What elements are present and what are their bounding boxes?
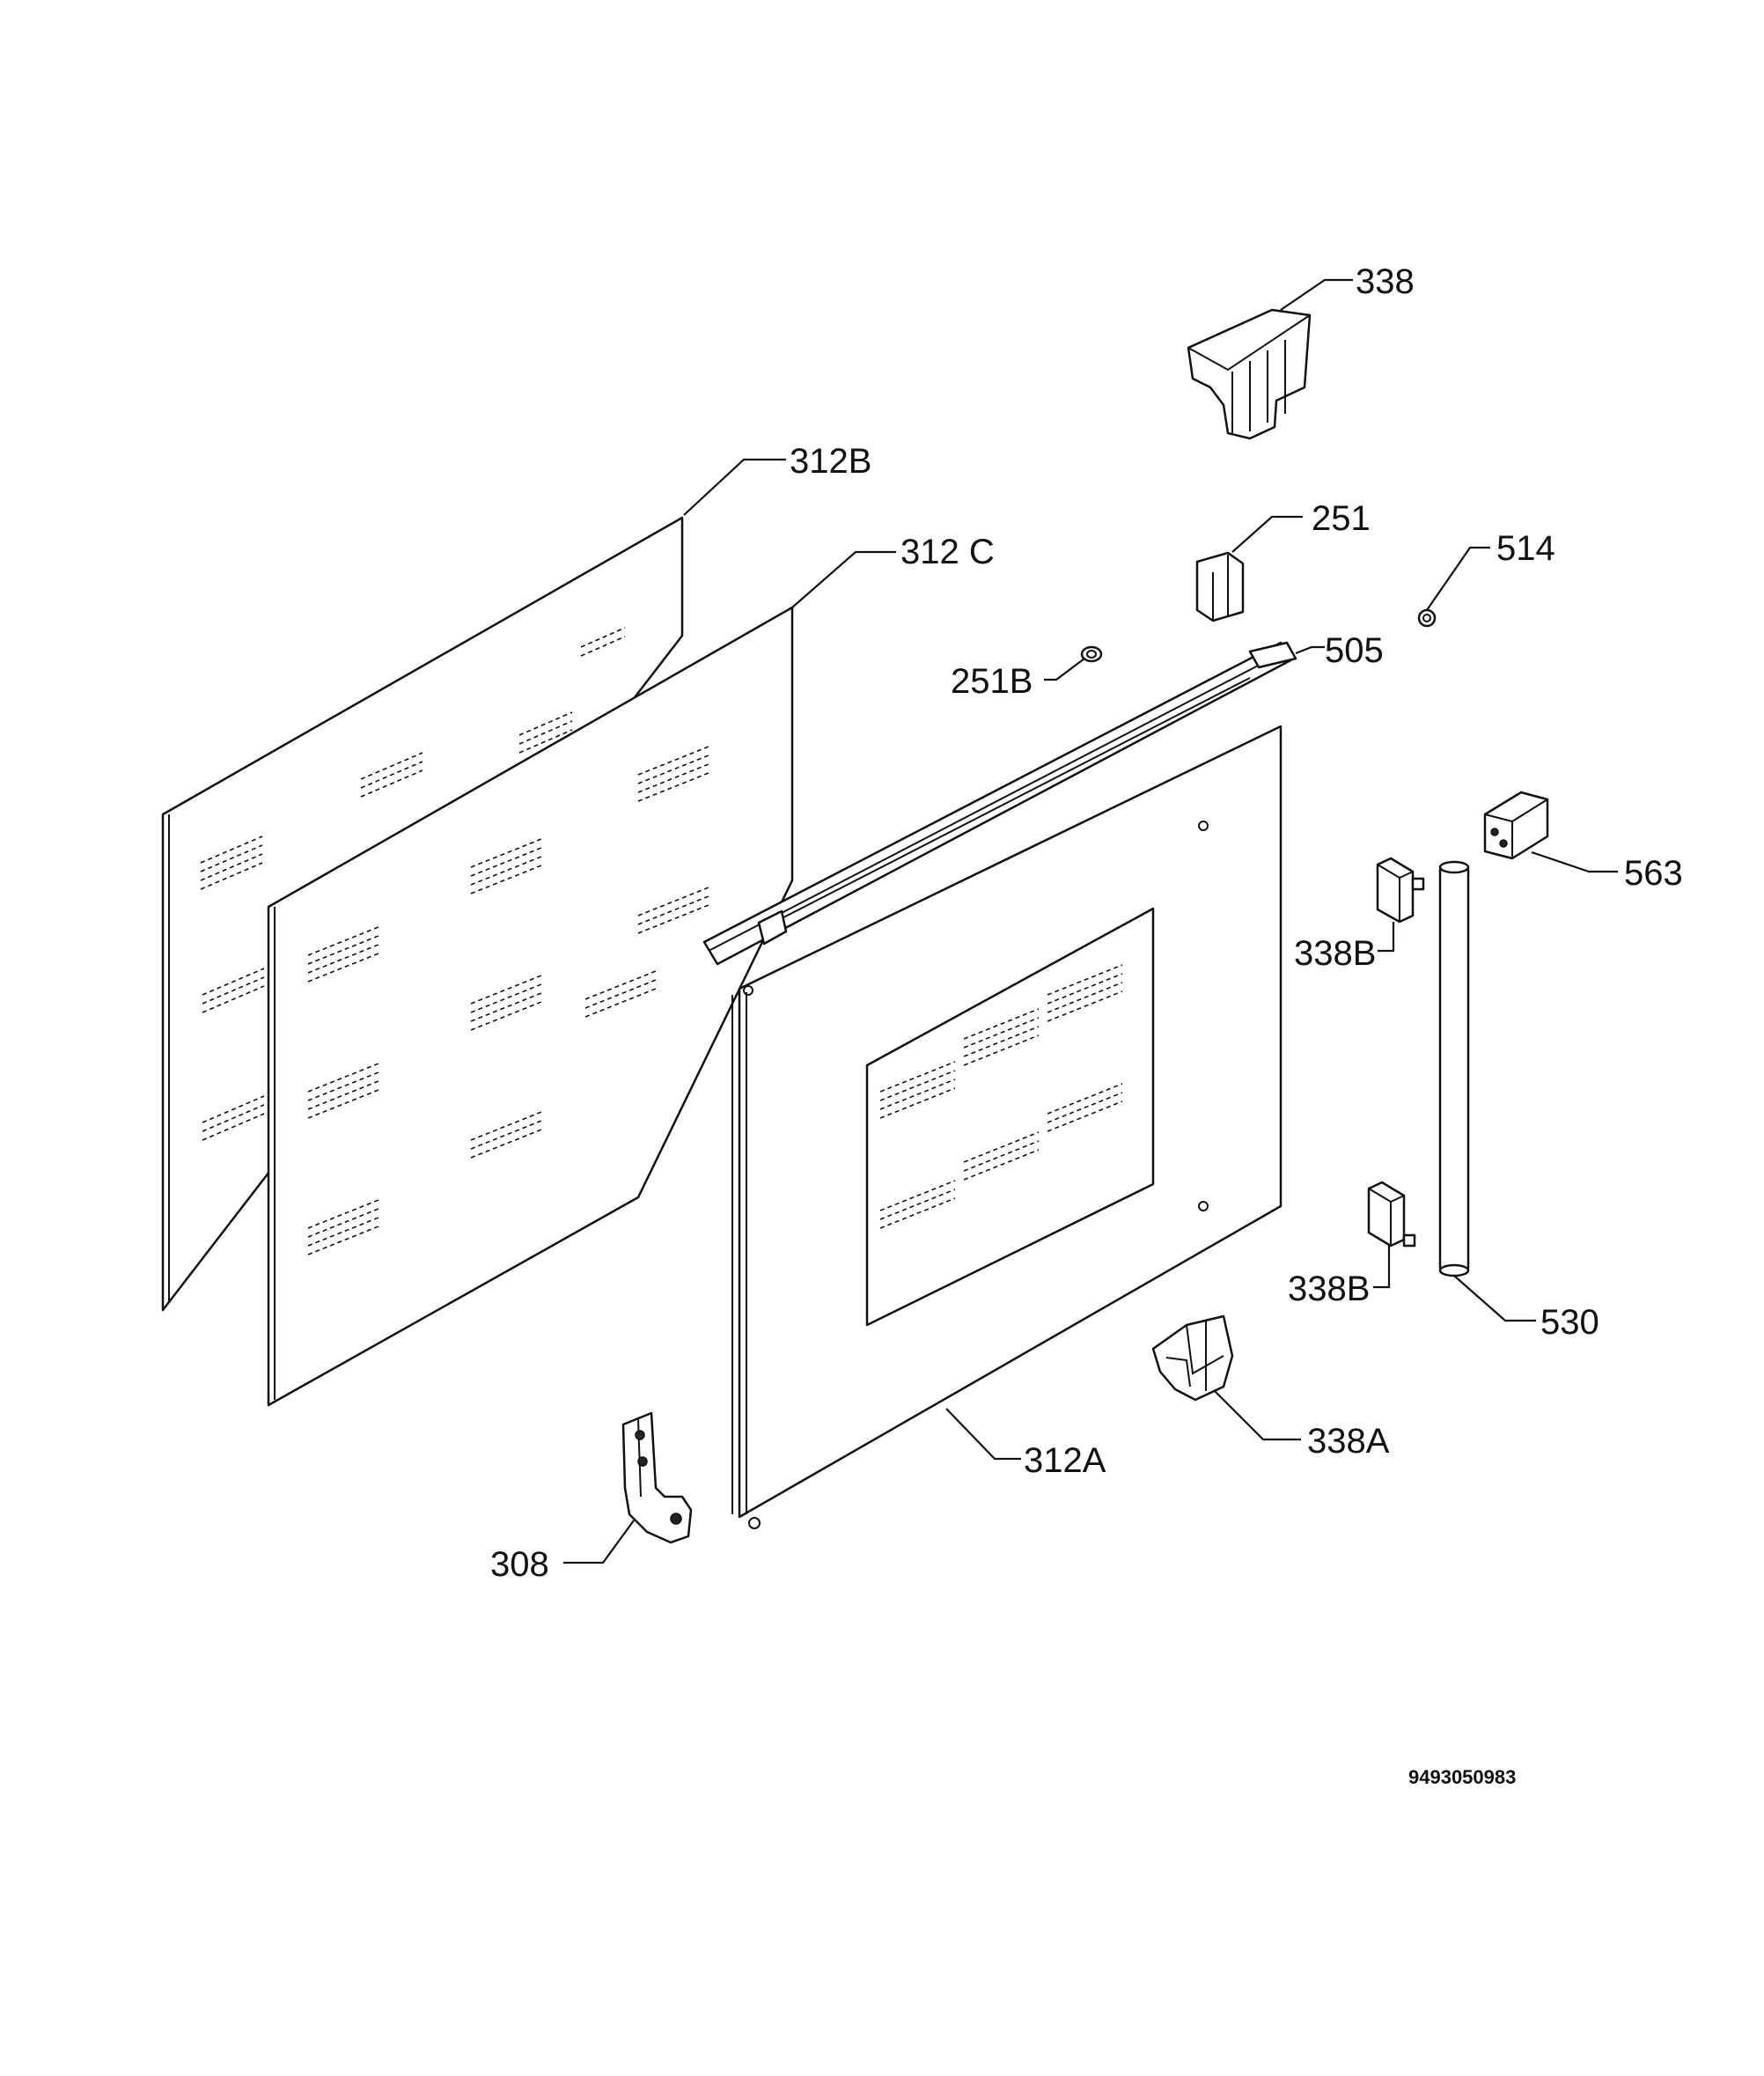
- washer-251b: [1080, 645, 1103, 663]
- document-number: 9493050983: [1408, 1766, 1516, 1788]
- end-cap-338a: [1151, 1314, 1234, 1402]
- part-label-251b: 251B: [951, 662, 1033, 701]
- part-label-251: 251: [1312, 499, 1371, 538]
- leader-530: [1453, 1275, 1536, 1322]
- clip-251: [1195, 551, 1245, 622]
- leader-505: [1295, 645, 1325, 655]
- leader-312b: [683, 458, 786, 516]
- end-cap-338: [1187, 308, 1312, 440]
- leader-312c: [791, 550, 896, 608]
- hinge-308: [621, 1411, 693, 1544]
- bracket-338b-lower: [1367, 1181, 1416, 1248]
- part-label-308: 308: [490, 1545, 549, 1584]
- door-glass-312a: [731, 725, 1283, 1529]
- leader-338b-lower: [1373, 1246, 1391, 1289]
- leader-251b: [1044, 658, 1085, 681]
- leader-514: [1426, 546, 1490, 611]
- glass-pattern-312b: [200, 627, 626, 1141]
- part-label-338: 338: [1356, 262, 1415, 301]
- leader-338b-upper: [1378, 922, 1395, 953]
- nut-514: [1417, 608, 1437, 628]
- part-label-312b: 312B: [790, 442, 871, 481]
- profile-bar-505: [702, 641, 1297, 966]
- handle-tube-530: [1438, 860, 1470, 1277]
- part-label-530: 530: [1540, 1303, 1599, 1342]
- part-label-312c: 312 C: [900, 533, 995, 571]
- glass-panel-312c: [267, 606, 794, 1407]
- part-label-514: 514: [1496, 529, 1555, 568]
- bracket-338b-upper: [1376, 857, 1425, 924]
- part-labels: 338 312B 251 312 C 514 505 251B 563 338B…: [490, 262, 1683, 1584]
- leader-338: [1280, 278, 1353, 311]
- leader-251: [1231, 515, 1303, 553]
- part-label-338a: 338A: [1307, 1422, 1390, 1461]
- leader-563: [1531, 850, 1618, 873]
- glass-pattern-312a: [879, 964, 1123, 1229]
- leader-lines: [563, 278, 1618, 1564]
- part-label-312a: 312A: [1024, 1441, 1106, 1480]
- part-label-505: 505: [1325, 631, 1384, 670]
- leader-338a: [1214, 1390, 1301, 1441]
- leader-308: [563, 1520, 635, 1564]
- leader-312a: [945, 1408, 1021, 1461]
- part-label-338b-lower: 338B: [1288, 1270, 1370, 1308]
- part-label-338b-upper: 338B: [1294, 934, 1376, 973]
- part-label-563: 563: [1624, 854, 1683, 893]
- block-connector-563: [1483, 791, 1549, 860]
